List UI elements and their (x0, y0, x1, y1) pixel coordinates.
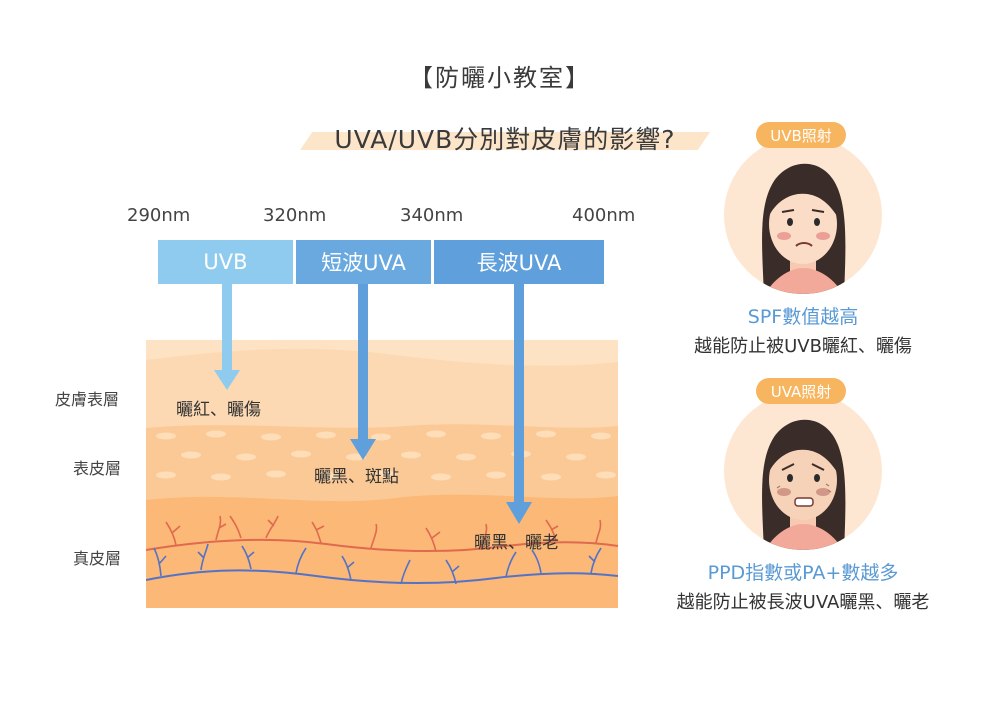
sad-face-icon (762, 163, 846, 294)
band-short-uva: 短波UVA (296, 240, 431, 284)
band-long-uva: 長波UVA (434, 240, 604, 284)
wavelength-label-400: 400nm (572, 205, 636, 226)
subtitle-block: UVA/UVB分別對皮膚的影響? (300, 116, 710, 160)
wavelength-label-340: 340nm (400, 205, 464, 226)
blue-blood-vessel (146, 569, 618, 585)
skin-cross-section (146, 340, 618, 608)
worried-face-icon (762, 419, 846, 550)
band-short-uva-label: 短波UVA (321, 251, 406, 275)
uvb-badge: UVB照射 (756, 122, 846, 148)
uvb-description: 越能防止被UVB曬紅、曬傷 (694, 336, 912, 357)
cell-dots (156, 430, 616, 481)
effect-uvb: 曬紅、曬傷 (176, 400, 261, 420)
effect-short-uva: 曬黑、斑點 (314, 467, 399, 487)
band-uvb: UVB (158, 240, 293, 284)
wavelength-label-320: 320nm (263, 205, 327, 226)
short-uva-arrow (350, 284, 376, 460)
layer-label-dermis: 真皮層 (73, 549, 122, 568)
surface-layer (146, 348, 618, 430)
band-long-uva-label: 長波UVA (476, 251, 562, 275)
blue-capillaries (153, 543, 602, 585)
page-title: 【防曬小教室】 (409, 64, 591, 92)
long-uva-arrow (506, 284, 532, 524)
uva-face-illustration (724, 392, 882, 550)
band-uvb-label: UVB (203, 250, 248, 274)
uva-badge: UVA照射 (756, 378, 846, 404)
uvb-heading: SPF數值越高 (747, 306, 859, 328)
red-capillaries (165, 515, 602, 553)
uva-description: 越能防止被長波UVA曬黑、曬老 (676, 592, 930, 613)
layer-label-surface: 皮膚表層 (55, 390, 120, 409)
effect-long-uva: 曬黑、曬老 (474, 533, 559, 553)
wavelength-label-290: 290nm (127, 205, 191, 226)
subtitle: UVA/UVB分別對皮膚的影響? (334, 125, 676, 154)
uvb-face-illustration (724, 136, 882, 294)
uvb-arrow (214, 284, 240, 390)
epidermis-layer (146, 424, 618, 510)
layer-label-epidermis: 表皮層 (73, 459, 122, 478)
dermis-layer (146, 494, 618, 608)
uva-heading: PPD指數或PA+數越多 (707, 562, 899, 584)
red-blood-vessel (146, 538, 618, 553)
subtitle-highlight (300, 132, 710, 150)
